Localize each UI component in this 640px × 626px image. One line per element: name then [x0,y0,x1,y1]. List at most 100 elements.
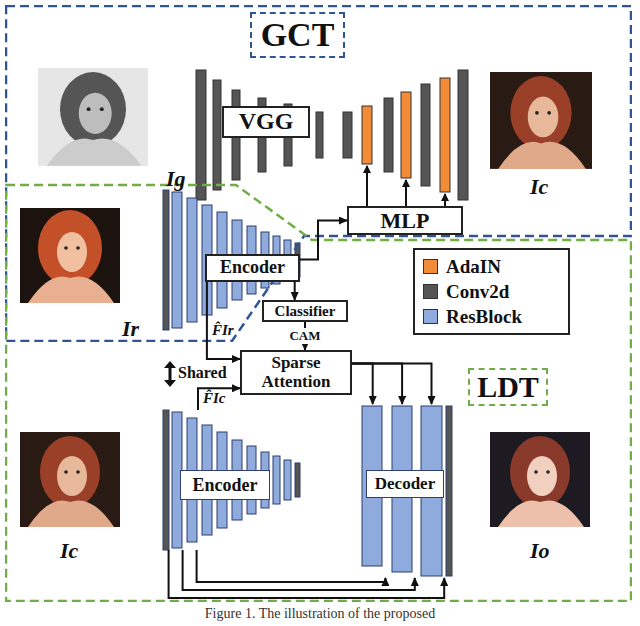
conv-layer [458,70,468,200]
box-text: MLP [381,209,430,233]
eye [76,246,80,250]
resblock-layer [187,198,197,322]
adain-layer [362,106,372,164]
process-box: Classifier [262,300,348,322]
legend-text: Conv2d [446,281,509,303]
process-box: MLP [347,206,463,235]
figure-caption: Figure 1. The illustration of the propos… [0,606,640,622]
photo-bg [20,432,120,527]
photo-bg [490,72,592,169]
conv-layer [196,70,206,200]
box-text: Encoder [220,258,285,277]
hair [510,436,570,508]
block-label: Encoder [180,470,270,500]
connector [352,364,402,405]
hair [510,76,571,149]
connector [300,221,347,260]
connector [352,364,432,405]
shared-label: Shared [178,364,227,382]
hair [60,72,126,146]
legend-row: AdaIN [423,254,560,279]
eye [546,470,550,474]
arms [28,500,114,527]
resblock-layer [284,460,291,500]
conv-layer [421,84,430,186]
image-label: Ig [166,166,186,192]
mlp-arrow [405,180,407,206]
resblock-layer [172,192,182,328]
gct-layers [196,70,468,200]
conv-layer [316,112,323,158]
connector [169,550,445,598]
box-text: Classifier [275,303,336,319]
face [528,96,559,137]
face [79,93,112,134]
conv-layer [295,463,300,497]
connector [207,282,240,359]
eye [534,470,538,474]
encoder-block: Encoder [163,410,303,550]
conv-layer [213,80,221,190]
mlp-arrows [367,166,445,206]
shared-shaft [169,367,172,381]
image-label: Ic [60,538,78,564]
arms [498,500,584,527]
box-text: VGG [239,109,294,135]
eye [535,111,539,115]
connector [183,550,415,590]
box-text: Sparse Attention [242,354,350,391]
photo-color [490,72,592,169]
legend-swatch [423,259,438,274]
eye [64,470,68,474]
shared-head [164,380,176,387]
hair [40,436,100,508]
legend-row: Conv2d [423,279,560,304]
arms [47,138,142,165]
mlp-arrow [444,194,446,206]
feature-label: F̂Ir [212,322,234,339]
conv-layer [446,406,452,576]
adain-layer [440,78,450,192]
photo-output [490,432,590,527]
photo-reference [20,208,120,303]
photo-bg [490,432,590,527]
region-heading: GCT [250,12,345,58]
encoder-layers [163,410,300,550]
adain-layer [401,92,411,178]
decoder-block: Decoder [356,404,454,578]
connector [352,364,373,405]
face [527,456,557,496]
decoder-layers [362,406,452,576]
dashed-outline [6,6,631,341]
eye [64,246,68,250]
shared-head [164,361,176,368]
photo-gray [38,68,148,166]
photo-bg [38,68,148,166]
dashed-outline [6,185,631,601]
photo-bg [20,208,120,303]
process-box: VGG [222,106,310,138]
eye [76,470,80,474]
conv-layer [163,410,169,550]
legend-text: ResBlock [446,306,522,328]
connector [198,388,240,410]
legend-swatch [423,309,438,324]
process-box: Sparse Attention [240,350,352,395]
feature-label: F̂Ic [203,390,226,407]
face [57,232,87,272]
arms [28,276,114,303]
connector [294,282,297,300]
legend-swatch [423,284,438,299]
resblock-layer [273,456,280,504]
conv-layer [343,112,352,158]
shared-symbol [164,361,176,387]
region-heading: LDT [468,368,548,406]
conv-layer [163,190,169,330]
eye [547,111,551,115]
face [57,456,87,496]
block-label: Decoder [366,470,444,498]
eye [100,107,104,111]
arms [498,142,586,169]
